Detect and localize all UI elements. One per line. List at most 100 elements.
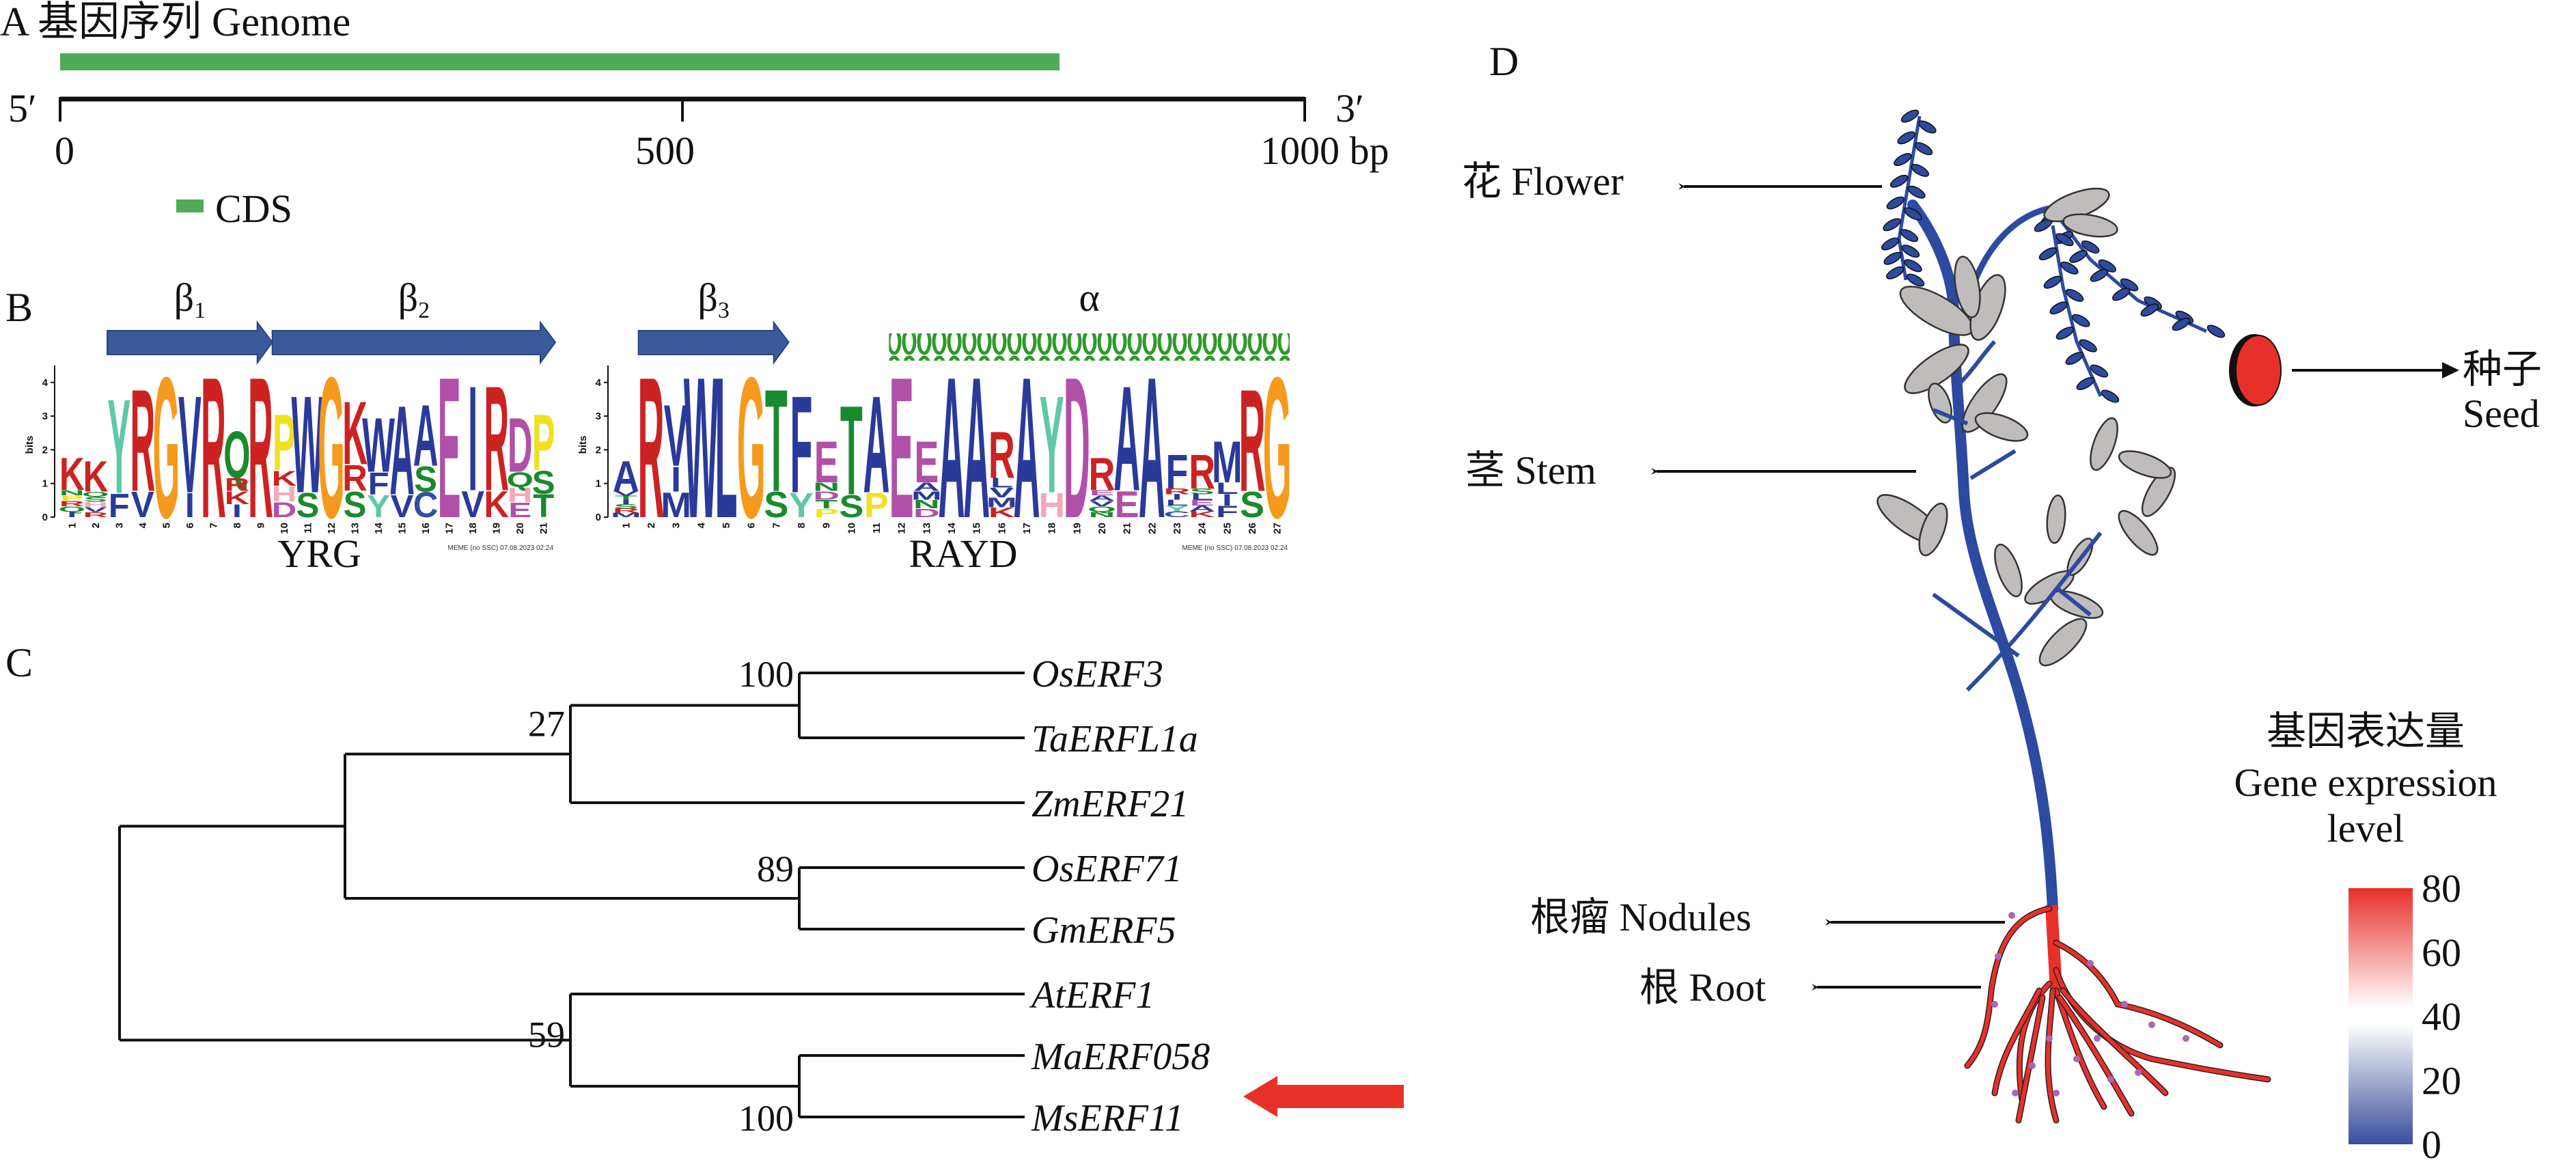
logo-x-tick-label: 9 <box>821 523 833 528</box>
color-bar-tick-label: 40 <box>2422 995 2461 1039</box>
logo-y-tick-label: 1 <box>42 478 48 490</box>
logo-letter: R <box>201 335 226 560</box>
logo-x-tick-label: 1 <box>66 523 78 528</box>
logo-letter: I <box>67 510 77 519</box>
logo-x-tick-label: 17 <box>1021 523 1033 534</box>
seed-icon <box>2235 335 2282 406</box>
logo-x-tick-label: 19 <box>491 523 503 534</box>
logo-letter: F <box>790 368 813 523</box>
logo-letter: R <box>613 508 639 514</box>
logo-letter: M <box>1212 430 1243 495</box>
logo-letter: A <box>939 335 965 560</box>
five-prime-label: 5′ <box>8 86 37 130</box>
stem-label: 茎 Stem <box>1465 448 1596 493</box>
panel-c-label: C <box>5 640 33 685</box>
flower-raceme <box>2034 219 2120 403</box>
flower-icon <box>2101 389 2120 403</box>
color-bar-tick-label: 60 <box>2422 930 2461 975</box>
alpha-helix <box>889 333 1290 361</box>
logo-letter: K <box>1189 510 1215 519</box>
flower-icon <box>1897 131 1915 145</box>
logo-letter: K <box>484 484 509 525</box>
root-label: 根 Root <box>1639 965 1766 1010</box>
highlight-arrow <box>1243 1076 1404 1117</box>
color-bar-tick-label: 20 <box>2422 1058 2461 1103</box>
logo-letter: L <box>1216 479 1238 497</box>
logo-letter: R <box>484 355 509 522</box>
logo-x-tick-label: 13 <box>921 523 932 534</box>
logo-letter: N <box>1089 510 1116 519</box>
nodule-icon <box>1995 953 2002 960</box>
logo-letter: T <box>533 488 554 524</box>
flower-icon <box>1907 185 1926 199</box>
logo-letter: A <box>389 378 415 521</box>
leaf-icon <box>1918 502 1948 557</box>
logo-letter: Q <box>223 417 250 492</box>
logo-x-tick-label: 21 <box>538 523 550 534</box>
logo-x-tick-label: 24 <box>1197 522 1208 534</box>
seed-arrowhead <box>2442 362 2459 378</box>
axis-tick-label: 1000 bp <box>1260 128 1389 173</box>
legend-title-en-2: level <box>2327 806 2405 851</box>
logo-letter: A <box>963 335 990 560</box>
logo-letter: S <box>344 485 367 526</box>
logo-letter: L <box>991 475 1013 491</box>
flower-icon <box>1903 207 1922 221</box>
logo-letter: H <box>1038 486 1065 525</box>
panel-a-gene-structure: A 基因序列 Genome 5′ 3′ 0 500 1000 bp CDS <box>0 0 1389 231</box>
logo-letter: C <box>1164 510 1191 519</box>
nodule-icon <box>2012 1090 2019 1096</box>
flower-icon <box>1914 142 1933 156</box>
logo-letter: H <box>508 483 533 506</box>
logo-letter: S <box>296 486 320 525</box>
flower-icon <box>2081 240 2100 254</box>
logo-letter: E <box>1090 488 1114 497</box>
flower-icon <box>2072 314 2090 327</box>
logo-letter: D <box>508 402 533 488</box>
logo-y-label: bits <box>24 436 36 454</box>
logo-x-tick-label: 7 <box>208 523 219 528</box>
flower-icon <box>1883 251 1902 265</box>
beta-strand-arrow <box>107 320 273 365</box>
flower-icon <box>2038 247 2058 261</box>
logo-x-tick-label: 19 <box>1071 523 1083 534</box>
leaf-label: MsERF11 <box>1031 1097 1184 1140</box>
logo-letter: R <box>1189 445 1215 499</box>
root-branch <box>2017 995 2045 1122</box>
flower-icon <box>1900 109 1920 123</box>
leaf-label: AtERF1 <box>1029 974 1154 1017</box>
flower-icon <box>2043 275 2062 289</box>
logo-letter: P <box>532 399 555 488</box>
logo-x-tick-label: 25 <box>1221 523 1233 534</box>
logo-y-tick-label: 3 <box>42 411 48 422</box>
logo-x-tick-label: 23 <box>1172 523 1183 534</box>
logo-x-tick-label: 4 <box>695 522 707 528</box>
logo-letter: R <box>638 335 665 560</box>
logo-letter: S <box>1240 484 1264 525</box>
flower-icon <box>1900 229 1919 243</box>
logo-x-tick-label: 6 <box>184 523 196 528</box>
logo-letter: P <box>814 506 839 520</box>
logo-letter: I <box>468 355 477 522</box>
logo-letter: Y <box>107 371 130 521</box>
root-branch <box>1965 907 2051 1068</box>
logo-letter: L <box>1166 499 1189 508</box>
logo-letter: A <box>1139 335 1165 560</box>
cds-legend-label: CDS <box>215 187 292 231</box>
flower-icon <box>1918 120 1937 134</box>
bootstrap-value: 27 <box>528 704 565 745</box>
logo-letter: D <box>272 497 297 521</box>
logo-letter: Q <box>506 468 533 491</box>
nodule-icon <box>2107 1076 2114 1083</box>
nodule-icon <box>2046 1035 2053 1042</box>
logo-letter: R <box>342 458 368 499</box>
logo-letter: F <box>1216 502 1238 521</box>
bootstrap-value: 59 <box>528 1014 565 1055</box>
logo-letter: K <box>225 487 250 508</box>
nodule-icon <box>2053 1090 2060 1096</box>
logo-letter: W <box>684 335 719 560</box>
logo-y-tick-label: 4 <box>42 377 49 389</box>
logo-letter: K <box>272 467 297 491</box>
flower-label: 花 Flower <box>1462 159 1624 204</box>
flower-icon <box>1894 153 1912 166</box>
